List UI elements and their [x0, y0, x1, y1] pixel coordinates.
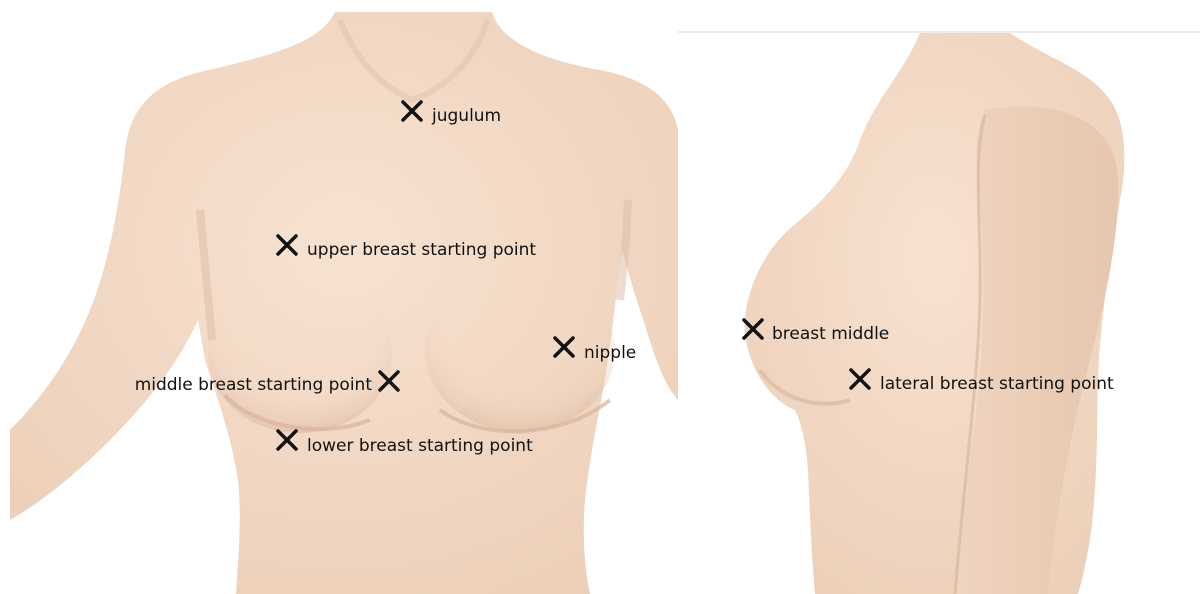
- breast-middle-label: breast middle: [772, 324, 889, 344]
- upper-breast-marker: upper breast starting point: [278, 236, 536, 260]
- jugulum-label: jugulum: [431, 106, 501, 126]
- front-view: jugulum upper breast starting point nipp…: [10, 12, 678, 594]
- lateral-breast-label: lateral breast starting point: [880, 374, 1114, 394]
- upper-breast-label: upper breast starting point: [307, 240, 536, 260]
- lower-breast-label: lower breast starting point: [307, 436, 533, 456]
- side-view: breast middle lateral breast starting po…: [744, 33, 1124, 594]
- middle-breast-label: middle breast starting point: [135, 375, 373, 395]
- front-left-breast: [208, 277, 392, 433]
- nipple-label: nipple: [584, 343, 636, 363]
- middle-breast-marker: middle breast starting point: [135, 372, 398, 395]
- lateral-breast-marker: lateral breast starting point: [851, 370, 1114, 394]
